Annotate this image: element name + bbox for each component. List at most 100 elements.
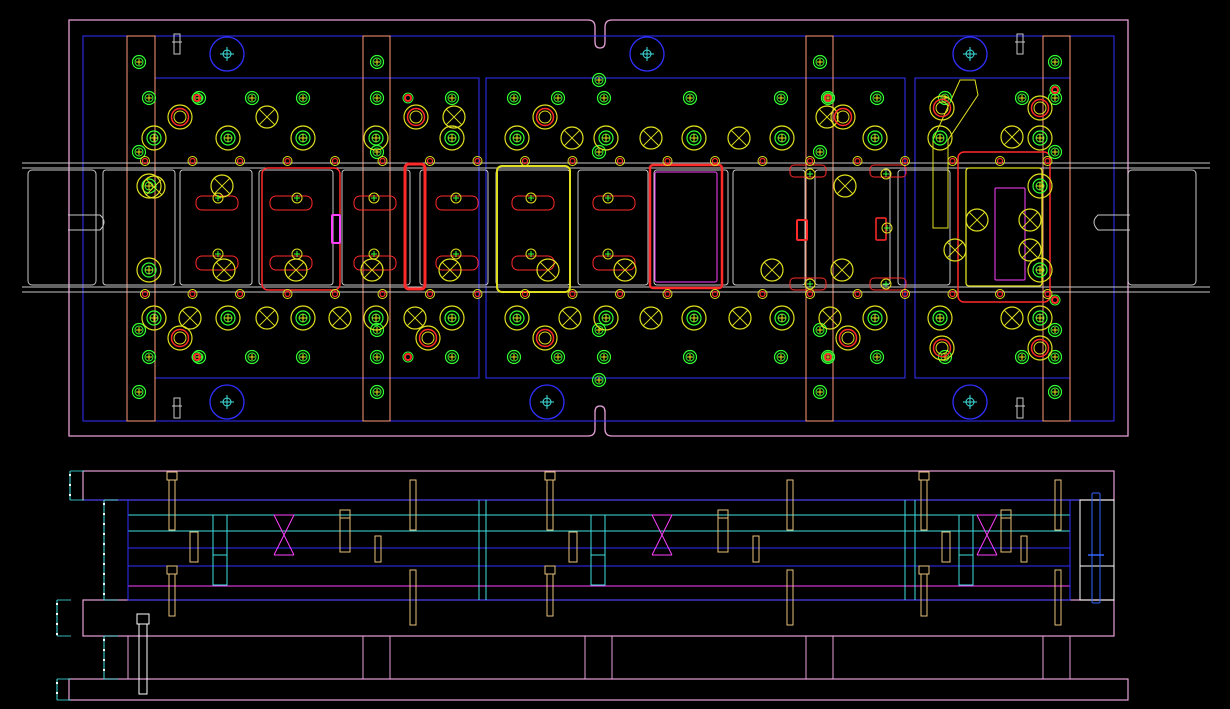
counterbore-hole: [593, 305, 619, 331]
station-hole: [291, 192, 303, 204]
section-view: [56, 470, 1129, 701]
guide-bushing: [167, 104, 193, 130]
station-hole: [450, 192, 462, 204]
blank-cutout: [269, 255, 313, 271]
die-plate-stack: [127, 499, 1071, 601]
lifter-pin: [189, 531, 199, 563]
dowel-hole: [191, 92, 203, 104]
guide-pin-hole: [210, 174, 234, 198]
guide-post-hole: [209, 36, 245, 72]
guide-bushing: [403, 104, 429, 130]
pilot-hole: [567, 156, 578, 166]
dowel-pin: [786, 479, 794, 531]
pilot-hole: [140, 156, 150, 166]
lifter-pin: [941, 531, 951, 563]
station-hole: [602, 192, 614, 204]
pin-slot: [331, 214, 341, 244]
screw-hole: [550, 90, 566, 106]
guide-pin-hole: [1018, 238, 1042, 262]
counterbore-hole: [215, 125, 241, 151]
pilot-hole: [900, 156, 910, 166]
station-hole: [880, 168, 892, 180]
guide-pin-hole: [328, 306, 352, 330]
screw-hole: [369, 349, 385, 365]
pilot-hole: [377, 156, 388, 166]
station-hole: [291, 248, 303, 260]
dowel-hole: [402, 92, 414, 104]
guide-post-hole: [629, 36, 665, 72]
station-hole: [525, 248, 537, 260]
punch: [958, 514, 974, 586]
screw-hole: [773, 349, 789, 365]
screw-hole: [591, 372, 607, 388]
pilot-hole: [900, 289, 910, 299]
guide-post-section: [1079, 492, 1115, 604]
screw-hole: [506, 90, 522, 106]
pilot-hole: [852, 289, 863, 299]
screw-hole: [812, 144, 828, 160]
dimension-line: [103, 635, 118, 680]
station-hole: [804, 168, 816, 180]
screw-hole: [682, 90, 698, 106]
screw-hole: [591, 144, 607, 160]
counterbore-hole: [290, 305, 316, 331]
blank-cutout: [511, 195, 555, 211]
strip-station: [258, 169, 334, 286]
screw-hole: [131, 384, 147, 400]
notch-right: [1093, 214, 1130, 231]
guide-bushing: [415, 325, 441, 351]
screw-hole: [369, 384, 385, 400]
guide-pin-hole: [833, 174, 857, 198]
counterbore-hole: [862, 125, 888, 151]
spring-pin: [1000, 509, 1012, 553]
counterbore-hole: [769, 125, 795, 151]
dowel-hole: [1049, 294, 1061, 306]
plan-view: [22, 19, 1210, 437]
hex-bolt: [1015, 397, 1025, 419]
forming-die: [648, 163, 724, 290]
guide-pin-hole: [438, 258, 462, 282]
pilot-hole: [140, 289, 150, 299]
pilot-hole: [615, 289, 625, 299]
counterbore-hole: [681, 305, 707, 331]
die-shoe-outline: [68, 19, 1129, 437]
blank-cutout: [592, 195, 636, 211]
guide-post-hole: [209, 384, 245, 420]
screw-hole: [1014, 90, 1030, 106]
pilot-hole: [710, 289, 720, 299]
pad: [869, 277, 907, 291]
screw-hole: [244, 349, 260, 365]
guide-pin-hole: [639, 126, 663, 150]
spring: [273, 514, 295, 556]
guide-bushing: [929, 335, 955, 361]
pilot-hole: [995, 289, 1005, 299]
pilot-hole: [567, 289, 578, 299]
guide-bushing: [830, 104, 856, 130]
guide-bushing: [532, 104, 558, 130]
guide-pin-hole: [560, 126, 584, 150]
counterbore-hole: [862, 305, 888, 331]
screw-hole: [295, 349, 311, 365]
pilot-hole: [187, 156, 198, 166]
counterbore-hole: [927, 305, 953, 331]
punch: [212, 514, 228, 586]
screw-hole: [596, 90, 612, 106]
guide-pin: [1020, 535, 1028, 563]
dowel-hole: [822, 351, 834, 363]
guide-pin: [374, 535, 382, 563]
guide-bushing: [1027, 335, 1053, 361]
screw-hole: [131, 322, 147, 338]
counterbore-hole: [141, 125, 167, 151]
pilot-hole: [425, 156, 435, 166]
station-hole: [450, 248, 462, 260]
counterbore-hole: [215, 305, 241, 331]
guide-pin: [752, 535, 760, 563]
pilot-hole: [757, 289, 768, 299]
pilot-hole: [330, 156, 340, 166]
hex-bolt: [172, 397, 182, 419]
screw-hole: [1047, 349, 1063, 365]
top-plate: [82, 470, 1115, 501]
pilot-hole: [662, 289, 673, 299]
socket-bolt: [918, 471, 930, 531]
